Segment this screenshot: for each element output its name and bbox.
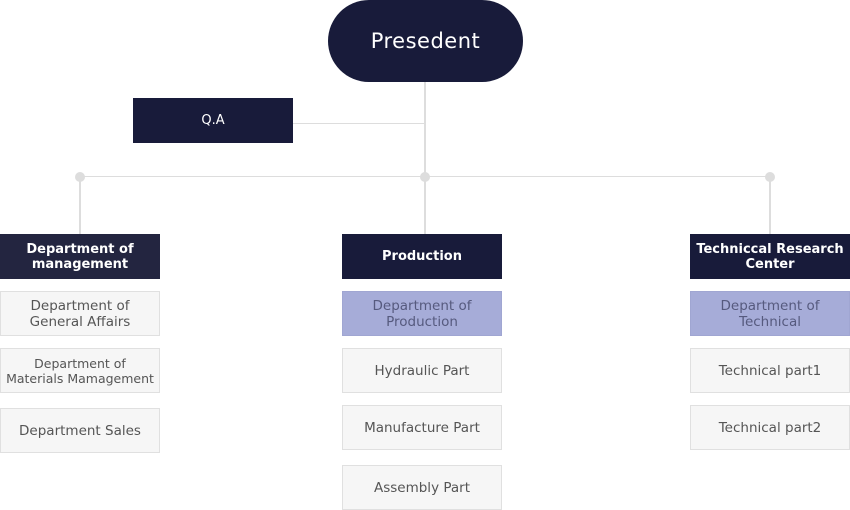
president-node: Presedent [328, 0, 523, 82]
technical-part1: Technical part1 [690, 348, 850, 393]
department-general-affairs: Department of General Affairs [0, 291, 160, 336]
junction-dot-center [420, 172, 430, 182]
junction-dot-right [765, 172, 775, 182]
connector-left-down [79, 177, 81, 235]
technical-part2: Technical part2 [690, 405, 850, 450]
qa-node: Q.A [133, 98, 293, 143]
assembly-part: Assembly Part [342, 465, 502, 510]
department-sales: Department Sales [0, 408, 160, 453]
department-production: Department of Production [342, 291, 502, 336]
junction-dot-left [75, 172, 85, 182]
production-head: Production [342, 234, 502, 279]
connector-right-down [769, 177, 771, 235]
connector-center-down [424, 177, 426, 235]
hydraulic-part: Hydraulic Part [342, 348, 502, 393]
manufacture-part: Manufacture Part [342, 405, 502, 450]
connector-qa [293, 123, 425, 124]
department-management-head: Department of management [0, 234, 160, 279]
technical-research-center-head: Techniccal Research Center [690, 234, 850, 279]
connector-president-down [424, 82, 426, 178]
department-technical: Department of Technical [690, 291, 850, 336]
department-materials-management: Department of Materials Mamagement [0, 348, 160, 393]
